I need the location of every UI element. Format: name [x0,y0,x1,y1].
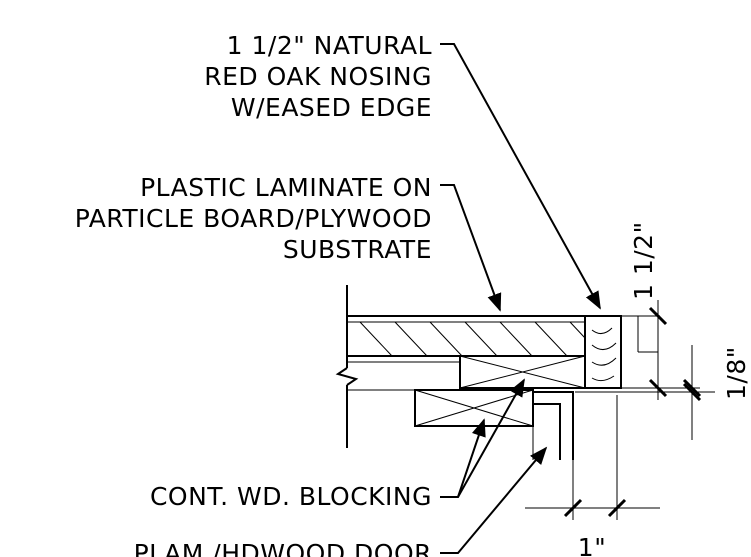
note-laminate-line-1: PLASTIC LAMINATE ON [140,173,432,202]
note-blocking: CONT. WD. BLOCKING [150,482,432,511]
counter-substrate [335,285,586,448]
dimension-horizontal-bottom-label: 1" [578,533,606,557]
note-laminate: PLASTIC LAMINATE ON PARTICLE BOARD/PLYWO… [75,173,432,264]
note-nosing-line-1: 1 1/2" NATURAL [227,31,432,60]
note-blocking-line-1: CONT. WD. BLOCKING [150,482,432,511]
dimension-vertical-top-label: 1 1/2" [629,221,658,300]
leader-nosing [440,43,601,310]
door-panel [532,391,574,460]
leader-blocking [440,378,525,498]
note-nosing-line-2: RED OAK NOSING [204,62,432,91]
note-door: PLAM./HDWOOD DOOR [134,539,432,557]
note-door-line-1: PLAM./HDWOOD DOOR [134,539,432,557]
dimension-vertical-right: 1/8" [575,345,751,440]
dimension-vertical-right-label: 1/8" [722,346,751,400]
note-laminate-line-2: PARTICLE BOARD/PLYWOOD [75,204,432,233]
note-nosing-line-3: W/EASED EDGE [231,93,432,122]
wood-blocking-lower [414,389,534,427]
note-nosing: 1 1/2" NATURAL RED OAK NOSING W/EASED ED… [204,31,432,122]
note-laminate-line-3: SUBSTRATE [283,235,432,264]
oak-nosing [584,315,622,389]
leader-laminate [440,184,502,312]
wood-blocking-upper [459,355,586,389]
leader-door [440,446,548,554]
dimension-vertical-top: 1 1/2" [621,221,700,400]
dimension-horizontal-bottom: 1" [525,395,660,557]
